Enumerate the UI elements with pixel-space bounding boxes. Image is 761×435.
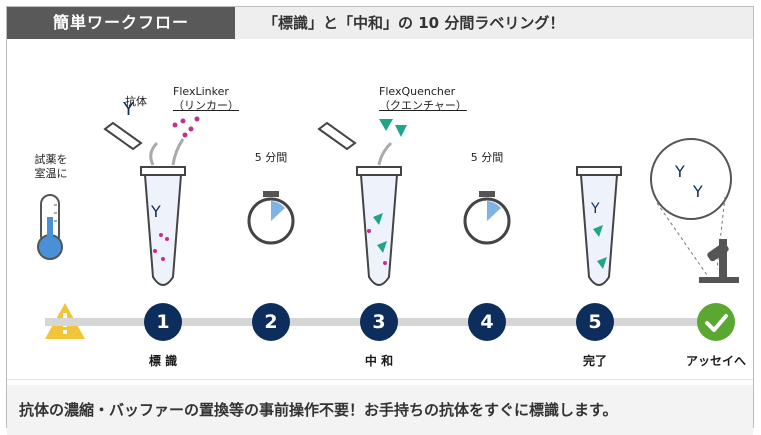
warm-label-line1: 試薬を xyxy=(34,153,68,166)
thermometer-icon xyxy=(37,194,63,260)
warm-label-line2: 室温に xyxy=(34,167,68,180)
timer-label-1: 5 分間 xyxy=(254,151,288,164)
workflow-panel: 簡単ワークフロー 「標識」と「中和」の 10 分間ラベリング！ Y Y xyxy=(6,6,754,435)
footer-bar: 抗体の濃縮・バッファーの置換等の事前操作不要！お手持ちの抗体をすぐに標識します。 xyxy=(7,385,753,435)
flexquencher-sub-label: （クエンチャー） xyxy=(379,99,467,112)
timer-label-2: 5 分間 xyxy=(470,151,504,164)
header-bar: 簡単ワークフロー 「標識」と「中和」の 10 分間ラベリング！ xyxy=(7,7,753,39)
headline: 「標識」と「中和」の 10 分間ラベリング！ xyxy=(263,14,565,32)
quencher-icon xyxy=(379,119,407,137)
workflow-badge: 簡単ワークフロー xyxy=(7,7,235,39)
flexlinker-sub-label: （リンカー） xyxy=(173,99,239,112)
timer-icon xyxy=(247,191,295,245)
flexquencher-label: FlexQuencher xyxy=(379,85,456,98)
microscope-icon: Y Y xyxy=(650,138,739,283)
workflow-illustration: Y Y xyxy=(37,99,739,339)
step-1-label: 標 識 xyxy=(148,354,178,368)
svg-text:Y: Y xyxy=(692,182,703,201)
step-3-circle: 3 xyxy=(360,303,398,341)
assay-check-circle xyxy=(697,303,735,341)
linker-dots-icon xyxy=(172,116,200,138)
svg-text:Y: Y xyxy=(674,162,685,181)
step-3-label: 中 和 xyxy=(364,354,394,368)
svg-text:Y: Y xyxy=(150,202,161,221)
svg-text:Y: Y xyxy=(122,99,135,120)
svg-text:Y: Y xyxy=(590,201,600,217)
assay-label: アッセイへ xyxy=(685,354,746,368)
check-icon xyxy=(705,314,728,332)
tube-step3-icon xyxy=(317,121,402,286)
step-5-label: 完了 xyxy=(582,354,607,368)
tube-step5-icon: Y xyxy=(576,166,622,286)
antibody-label: 抗体 xyxy=(125,95,147,108)
timer-icon xyxy=(463,191,511,245)
step-2-circle: 2 xyxy=(252,303,290,341)
flexlinker-label: FlexLinker xyxy=(173,85,229,98)
divider xyxy=(7,379,753,380)
step-5-circle: 5 xyxy=(576,303,614,341)
tube-step1-icon: Y xyxy=(103,121,186,286)
footer-text: 抗体の濃縮・バッファーの置換等の事前操作不要！お手持ちの抗体をすぐに標識します。 xyxy=(19,401,618,419)
step-4-circle: 4 xyxy=(468,303,506,341)
step-1-circle: 1 xyxy=(144,303,182,341)
antibody-icon: Y xyxy=(122,99,135,120)
